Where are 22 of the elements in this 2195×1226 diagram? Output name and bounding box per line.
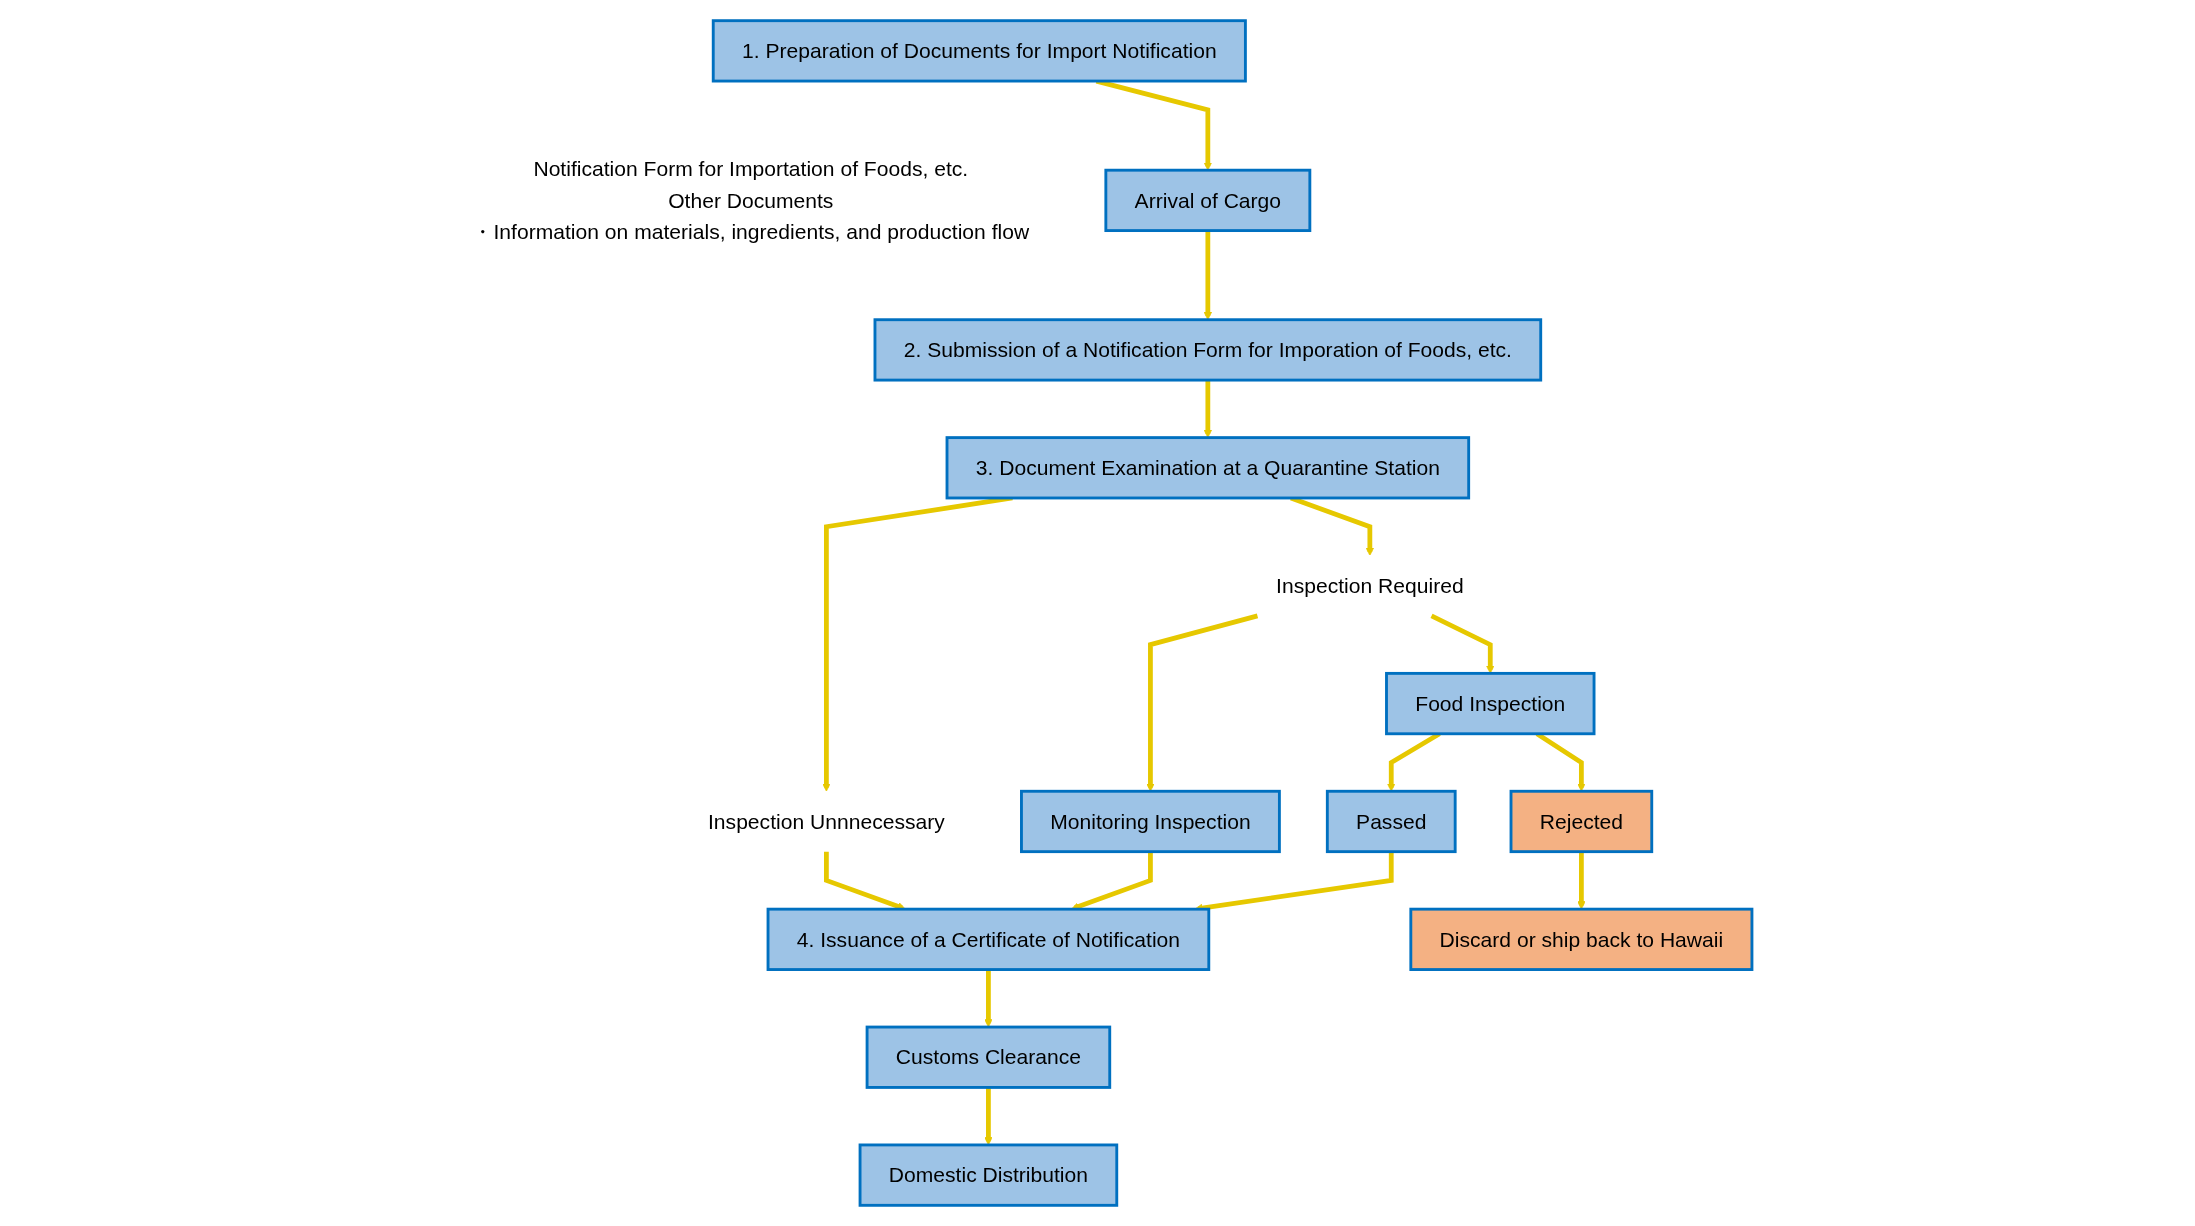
node-box: 1. Preparation of Documents for Import Notification [711,19,1247,83]
node-box: Monitoring Inspection [1019,789,1281,854]
node-box: Customs Clearance [865,1025,1111,1089]
node-box: 4. Issuance of a Certificate of Notification [766,907,1210,971]
node-box: Passed [1325,789,1457,854]
arrow [1145,613,1258,792]
node-box: Rejected [1509,789,1653,854]
node-label: ・Information on materials, ingredients, and production flow [472,220,1029,244]
node-label: Notification Form for Importation of Foods, etc. [533,156,968,181]
node-text: Inspection Required [1275,573,1464,598]
node-box: 3. Document Examination at a Quarantine Station [945,436,1470,500]
arrow [1203,380,1212,438]
arrow [1430,613,1495,674]
node-text: Inspection Unnnecessary [707,809,945,834]
arrow [983,969,993,1028]
node-box: Arrival of Cargo [1104,168,1311,232]
node-box: 2. Submission of a Notification Form for Imporation of Foods, etc. [873,318,1542,382]
arrow [1576,851,1586,910]
node-box: Food Inspection [1384,671,1596,736]
node-box: Discard or ship back to Hawaii [1409,907,1754,971]
node-box: Domestic Distribution [858,1143,1118,1207]
node-label: Other Documents [667,188,834,213]
